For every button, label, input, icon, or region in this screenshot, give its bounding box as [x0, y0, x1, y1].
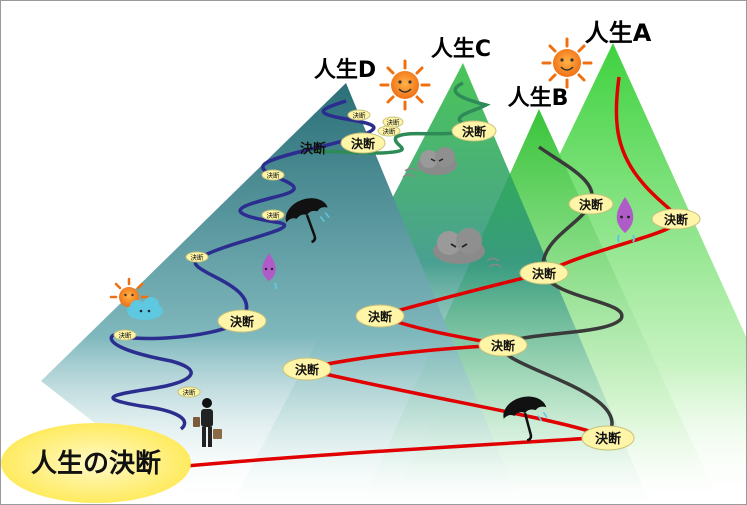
storm-cloud-icon [433, 228, 502, 268]
decision-node-b1: 決断 [568, 193, 614, 215]
svg-text:決断: 決断 [183, 388, 197, 397]
decision-node-small-6: 決断 [185, 251, 209, 263]
title-badge: 人生の決断 [1, 423, 191, 503]
svg-text:決断: 決断 [383, 127, 397, 136]
decision-node-small-3: 決断 [382, 116, 404, 128]
svg-text:決断: 決断 [462, 124, 486, 139]
mountain-d [41, 83, 521, 504]
svg-text:決断: 決断 [295, 362, 319, 377]
sun-cloud-icon [109, 277, 163, 320]
decision-node-main1: 決断 [519, 261, 569, 285]
decision-node-d1: 決断 [217, 309, 267, 333]
svg-text:決断: 決断 [267, 171, 281, 180]
svg-text:決断: 決断 [119, 331, 133, 340]
decision-node-small-1: 決断 [347, 109, 371, 121]
decision-node-small-8: 決断 [177, 386, 201, 398]
path-life-c [310, 81, 491, 155]
decision-node-small-7: 決断 [113, 329, 137, 341]
decision-node-main4: 決断 [282, 357, 332, 381]
decision-node-c2: 決断 [340, 132, 386, 154]
raindrop-character-icon [616, 197, 635, 243]
svg-text:決断: 決断 [491, 338, 515, 353]
label-life-a: 人生A [585, 19, 652, 47]
decision-label-d: 決断 [300, 141, 326, 157]
sun-icon [541, 37, 593, 89]
title-text: 人生の決断 [31, 448, 161, 479]
svg-text:決断: 決断 [387, 118, 401, 127]
traveler-icon [193, 398, 222, 447]
svg-text:決断: 決断 [230, 314, 254, 329]
label-life-d: 人生D [314, 58, 376, 83]
svg-text:決断: 決断 [368, 309, 392, 324]
decision-node-small-4: 決断 [261, 169, 285, 181]
sun-icon [379, 59, 431, 111]
decision-node-main5: 決断 [581, 425, 635, 451]
decision-node-main2: 決断 [355, 304, 405, 328]
label-life-b: 人生B [508, 86, 569, 111]
svg-text:決断: 決断 [579, 197, 603, 212]
decision-node-c1: 決断 [451, 120, 497, 142]
decision-node-main3: 決断 [478, 333, 528, 357]
svg-text:決断: 決断 [353, 111, 367, 120]
raindrop-character-icon [262, 253, 277, 290]
decision-node-small-2: 決断 [377, 125, 401, 137]
storm-cloud-icon [402, 147, 457, 178]
svg-text:決断: 決断 [532, 266, 556, 281]
umbrella-icon [503, 396, 548, 442]
umbrella-icon [285, 198, 330, 244]
svg-text:決断: 決断 [267, 211, 281, 220]
svg-text:決断: 決断 [664, 212, 688, 227]
label-life-c: 人生C [431, 37, 491, 62]
svg-text:決断: 決断 [595, 431, 621, 447]
decision-node-a1: 決断 [651, 208, 701, 230]
decision-node-small-5: 決断 [261, 209, 285, 221]
svg-text:決断: 決断 [191, 253, 205, 262]
svg-text:決断: 決断 [351, 136, 375, 151]
